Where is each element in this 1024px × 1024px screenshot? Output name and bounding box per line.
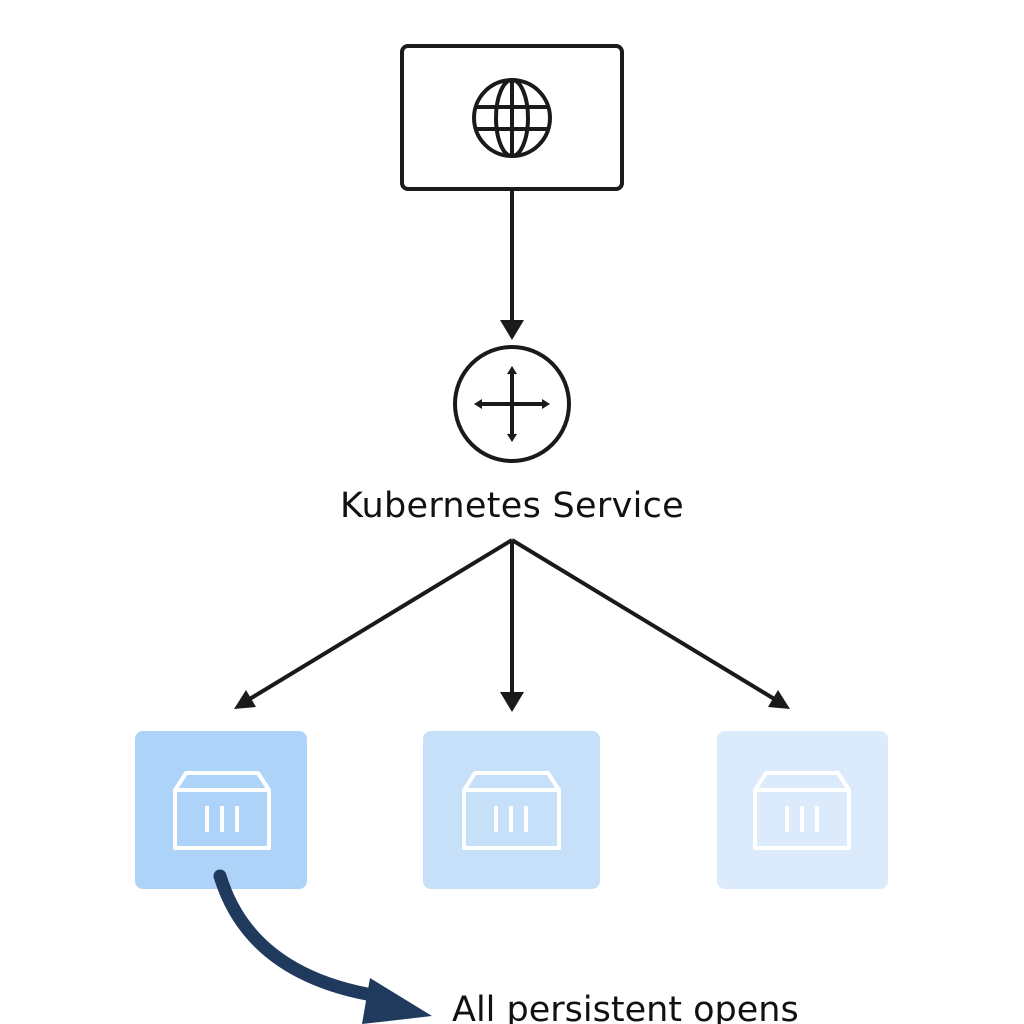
arrow-to-pod-3 — [510, 538, 790, 709]
container-box-icon — [462, 771, 561, 850]
container-box-icon — [173, 771, 271, 850]
service-label: Kubernetes Service — [339, 486, 684, 526]
globe-icon — [472, 78, 552, 158]
entry-to-service-arrow — [500, 191, 524, 340]
pod-1 — [135, 731, 307, 889]
entry-node — [400, 44, 624, 191]
container-box-icon — [753, 771, 851, 850]
persistent-connection-arrow — [213, 869, 432, 1024]
arrow-to-pod-1 — [234, 538, 514, 709]
persistent-note-label: All persistent opens — [452, 990, 799, 1024]
service-node — [453, 345, 571, 463]
pod-3 — [717, 731, 888, 889]
crossed-arrows-icon — [474, 366, 550, 442]
fanout-arrows — [234, 538, 790, 712]
arrow-to-pod-2 — [500, 540, 524, 712]
pod-2 — [423, 731, 600, 889]
